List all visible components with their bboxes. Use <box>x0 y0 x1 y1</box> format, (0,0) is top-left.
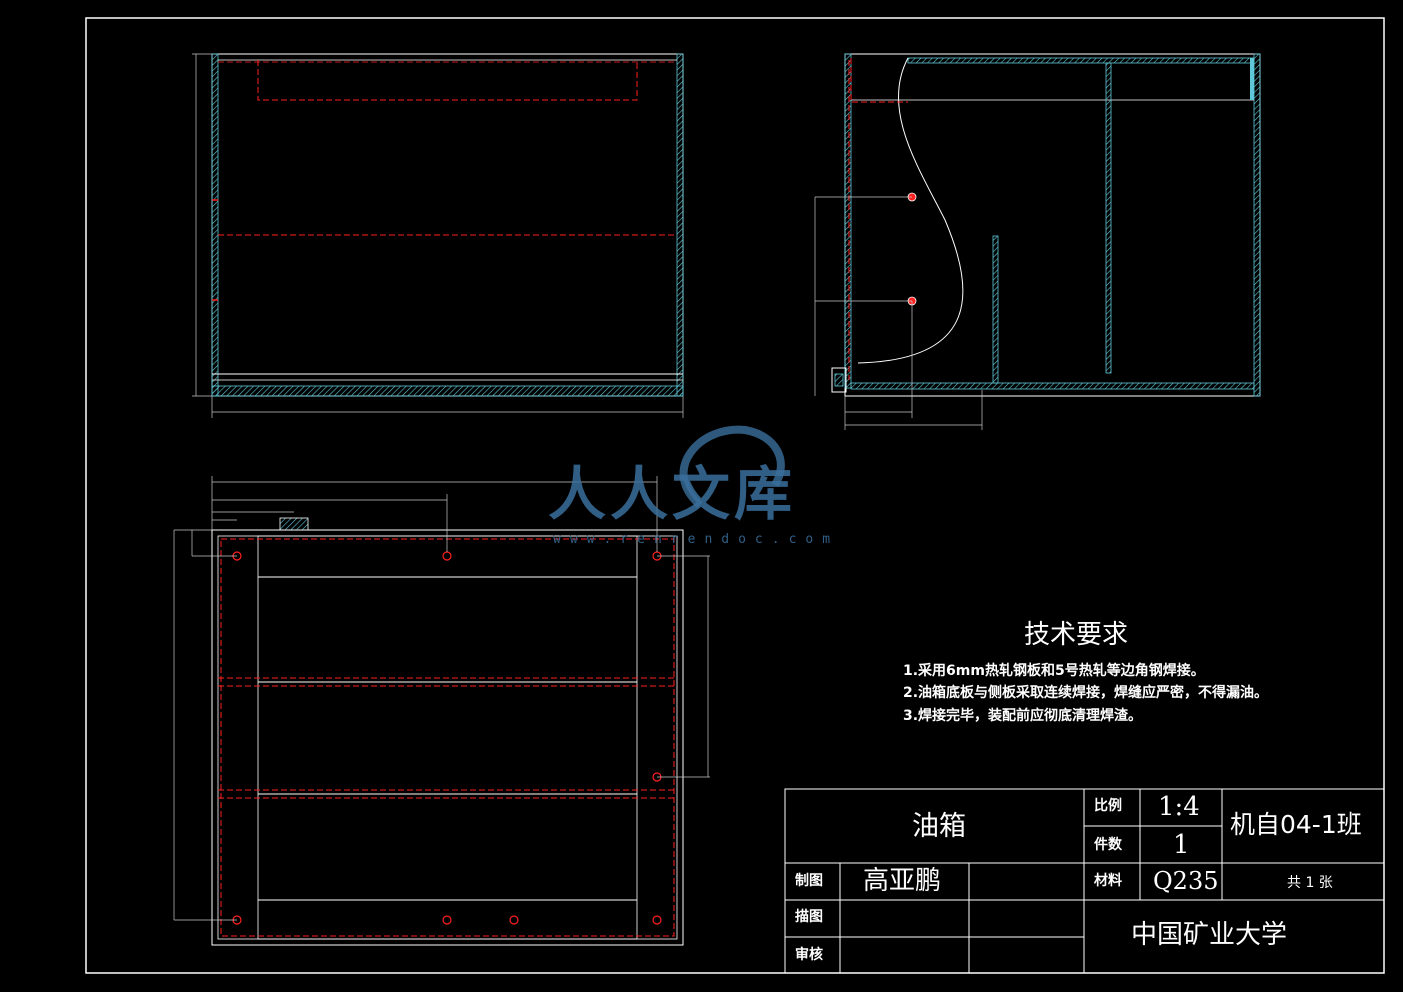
tech-requirements-title: 技术要求 <box>1024 620 1129 650</box>
tech-requirement-2: 2.油箱底板与侧板采取连续焊接，焊缝应严密，不得漏油。 <box>903 685 1269 701</box>
drawn-by: 高亚鹏 <box>863 866 942 896</box>
tech-requirement-1: 1.采用6mm热轧钢板和5号热轧等边角钢焊接。 <box>903 663 1205 679</box>
part-name: 油箱 <box>912 811 966 842</box>
watermark-url: www.renrendoc.com <box>553 532 840 547</box>
school-name: 中国矿业大学 <box>1131 920 1288 950</box>
title-block-grid <box>784 788 1385 974</box>
traced-label: 描图 <box>795 909 823 925</box>
front-view <box>192 53 684 418</box>
sheet-count: 共 1 张 <box>1287 875 1333 891</box>
tech-requirement-3: 3.焊接完毕，装配前应彻底清理焊渣。 <box>903 708 1143 724</box>
drawn-label: 制图 <box>795 873 823 889</box>
watermark-logo-icon <box>679 425 785 509</box>
scale-label: 比例 <box>1094 798 1122 814</box>
top-view <box>173 476 710 946</box>
scale-value: 1:4 <box>1158 792 1200 822</box>
class-name: 机自04-1班 <box>1230 810 1362 839</box>
side-view <box>814 53 1261 430</box>
watermark-text: 人人文库 <box>548 460 797 528</box>
checked-label: 审核 <box>795 947 823 963</box>
drawing-frame <box>85 17 1385 974</box>
material-value: Q235 <box>1153 867 1219 895</box>
material-label: 材料 <box>1094 873 1122 889</box>
count-value: 1 <box>1173 830 1190 860</box>
count-label: 件数 <box>1094 837 1122 853</box>
